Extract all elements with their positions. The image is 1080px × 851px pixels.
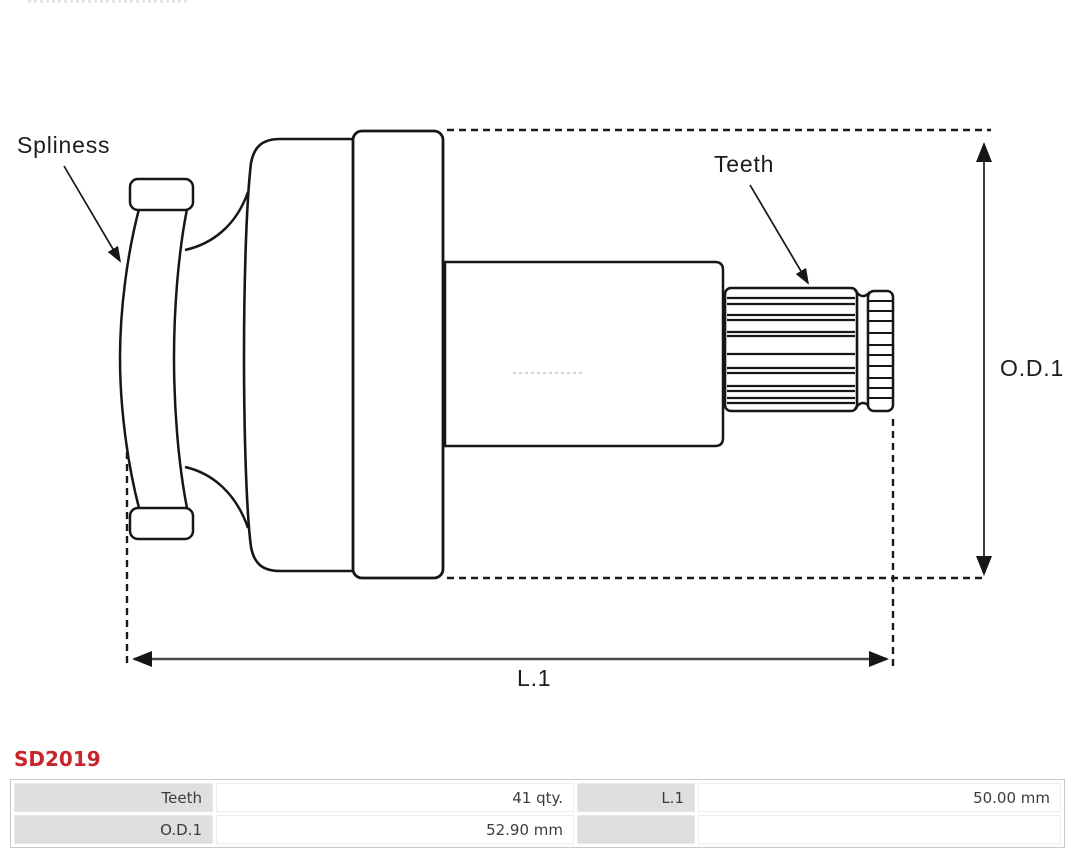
od1-label: O.D.1 — [1000, 355, 1064, 381]
spec-value-od1: 52.90 mm — [216, 815, 574, 844]
spec-label-od1: O.D.1 — [14, 815, 213, 844]
part-number-link[interactable]: SD2019 — [14, 747, 101, 771]
spec-label-l1: L.1 — [577, 783, 695, 812]
spline-end-ring — [866, 289, 895, 413]
starter-drive-technical-drawing: Spliness Teeth O.D.1 L.1 — [17, 128, 1064, 691]
pinion-shaft — [443, 260, 725, 448]
teeth-label: Teeth — [714, 151, 774, 177]
spline-end-ring-teeth-lines — [869, 300, 892, 399]
spec-value-teeth: 41 qty. — [216, 783, 574, 812]
clutch-housing — [242, 137, 353, 573]
spec-value-empty — [698, 815, 1061, 844]
collar-bottom-block — [128, 506, 195, 541]
flange-ring — [351, 129, 445, 580]
splines-label: Spliness — [17, 132, 110, 158]
collar-top-block — [128, 177, 195, 212]
spec-value-l1: 50.00 mm — [698, 783, 1061, 812]
spline-collar — [118, 191, 250, 529]
splines-callout-arrow — [63, 165, 122, 263]
teeth-callout-arrow — [749, 184, 810, 285]
spec-label-empty — [577, 815, 695, 844]
spec-table: Teeth 41 qty. L.1 50.00 mm O.D.1 52.90 m… — [10, 779, 1065, 848]
cropped-logo-artifact — [28, 0, 188, 3]
l1-label: L.1 — [517, 665, 551, 691]
extension-lines — [125, 128, 991, 668]
spline-gear-teeth-lines — [727, 296, 855, 405]
spline-gear-block — [723, 286, 859, 413]
spec-label-teeth: Teeth — [14, 783, 213, 812]
